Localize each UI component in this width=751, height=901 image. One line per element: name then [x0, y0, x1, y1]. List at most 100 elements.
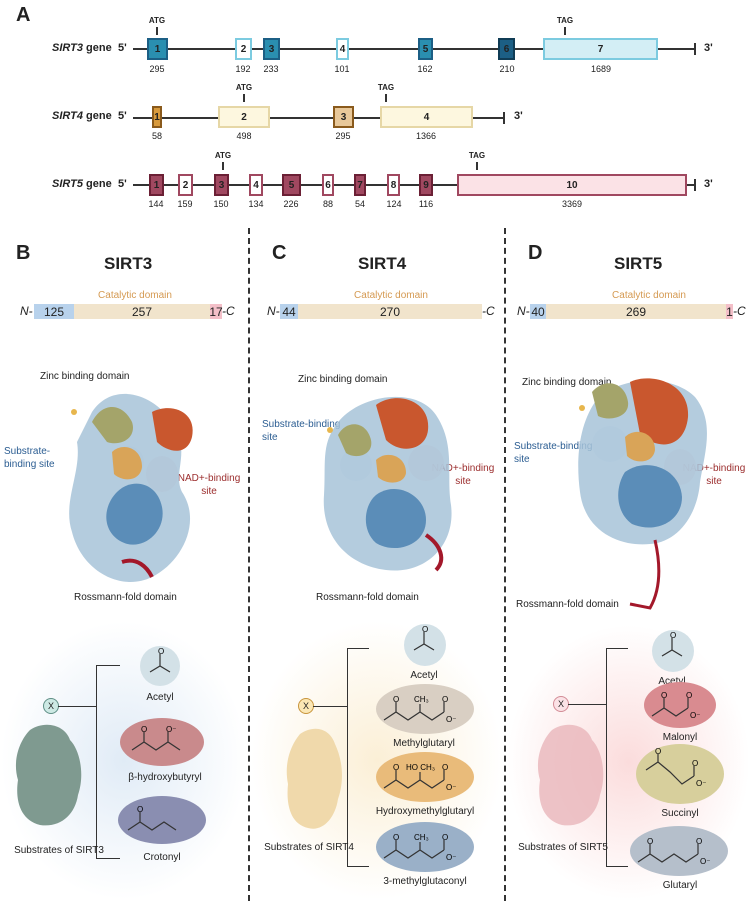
sirt3-exon-3: 3: [263, 38, 280, 60]
exon-length: 3369: [561, 199, 583, 209]
sirt4-exon-2: 2: [218, 106, 270, 128]
tag-tick: [385, 94, 387, 102]
n-term-segment: 125: [34, 304, 74, 319]
tag-tick: [564, 27, 566, 35]
hydroxymethylglutaryl-bubble: [376, 752, 474, 802]
catalytic-segment: 269: [546, 304, 726, 319]
sirt5-protein-structure: [578, 378, 707, 610]
atg-tick: [156, 27, 158, 35]
sirt5-exon-4: 4: [249, 174, 263, 196]
substrate-label: Malonyl: [662, 732, 698, 743]
svg-text:O: O: [442, 695, 448, 704]
c-terminus-label: -C: [733, 304, 746, 318]
column-divider: [504, 228, 506, 901]
three-prime-label: 3': [704, 178, 713, 190]
crotonyl-bubble: [118, 796, 206, 844]
acetyl-structure: O: [661, 631, 683, 657]
sirt4-exon-3: 3: [333, 106, 354, 128]
gene-end-tick: [694, 43, 696, 55]
bracket-tick: [96, 665, 120, 666]
sirt5-exon-6: 6: [322, 174, 334, 196]
substrate-x-node: X: [553, 696, 569, 712]
atg-tick: [243, 94, 245, 102]
svg-text:O: O: [422, 625, 428, 634]
svg-text:O: O: [137, 805, 143, 814]
exon-length: 295: [149, 64, 165, 74]
svg-text:CH₃: CH₃: [414, 833, 429, 842]
svg-text:O⁻: O⁻: [690, 711, 700, 720]
gene-line: [133, 48, 695, 50]
svg-text:O⁻: O⁻: [166, 725, 176, 734]
exon-length: 134: [248, 199, 264, 209]
sirt4-exon-4: 4: [380, 106, 473, 128]
gene-end-tick: [503, 112, 505, 124]
svg-text:CH₃: CH₃: [414, 695, 429, 704]
n-terminus-label: N-: [267, 304, 280, 318]
catalytic-domain-label: Catalytic domain: [98, 290, 172, 301]
tag-label: TAG: [468, 151, 486, 160]
protein-title: SIRT5: [614, 254, 663, 273]
tag-label: TAG: [377, 83, 395, 92]
rossmann-label: Rossmann-fold domain: [516, 599, 619, 610]
exon-length: 116: [418, 199, 434, 209]
catalytic-domain-label: Catalytic domain: [354, 290, 428, 301]
sirt4-protein-structure: [323, 396, 452, 572]
bracket-tick: [96, 858, 120, 859]
substrate-label: Succinyl: [661, 808, 699, 819]
atg-label: ATG: [235, 83, 253, 92]
succinyl-structure: OOO⁻: [645, 747, 706, 788]
sirt5-exon-2: 2: [178, 174, 193, 196]
rossmann-label: Rossmann-fold domain: [316, 592, 419, 603]
sirt5-exon-10: 10: [457, 174, 687, 196]
substrate-x-node: X: [298, 698, 314, 714]
bracket: [347, 648, 348, 866]
five-prime-label: 5': [118, 42, 127, 54]
sirt3-exon-6: 6: [498, 38, 515, 60]
three-prime-label: 3': [704, 42, 713, 54]
sirt4-gene-label: SIRT4 gene: [52, 110, 112, 122]
atg-label: ATG: [148, 16, 166, 25]
substrate-x-node: X: [43, 698, 59, 714]
svg-text:O: O: [696, 837, 702, 846]
nad-binding-label: NAD+-binding site: [431, 463, 495, 487]
substrate-label: Methylglutaryl: [393, 738, 455, 749]
atg-label: ATG: [214, 151, 232, 160]
crotonyl-structure: O: [127, 805, 177, 831]
connector: [313, 706, 347, 707]
n-terminus-label: N-: [517, 304, 530, 318]
five-prime-label: 5': [118, 178, 127, 190]
svg-text:O: O: [655, 747, 661, 756]
gene-line: [133, 184, 695, 186]
sirt5-exon-9: 9: [419, 174, 433, 196]
bracket: [96, 665, 97, 858]
c-terminus-label: -C: [222, 304, 235, 318]
sirt3-exon-2: 2: [235, 38, 252, 60]
sirt5-exon-3: 3: [214, 174, 229, 196]
domain-bar: 125 257 17: [34, 304, 228, 319]
sirt5-gene-label: SIRT5 gene: [52, 178, 112, 190]
svg-text:O: O: [661, 691, 667, 700]
exon-length: 295: [335, 131, 351, 141]
bracket: [606, 648, 607, 866]
domain-bar: 40 269 1: [530, 304, 733, 319]
tag-label: TAG: [556, 16, 574, 25]
five-prime-label: 5': [118, 110, 127, 122]
exon-length: 210: [499, 64, 515, 74]
succinyl-bubble: [636, 744, 724, 804]
svg-text:O: O: [141, 725, 147, 734]
svg-text:O⁻: O⁻: [696, 779, 706, 788]
svg-text:O⁻: O⁻: [700, 857, 710, 866]
exon-length: 88: [322, 199, 333, 209]
exon-length: 162: [417, 64, 433, 74]
sirt5-exon-7: 7: [354, 174, 366, 196]
substrate-label: Hydroxymethylglutaryl: [375, 806, 475, 817]
substrate-label: Crotonyl: [143, 852, 181, 863]
svg-text:O: O: [442, 833, 448, 842]
substrates-caption: Substrates of SIRT3: [14, 845, 104, 856]
catalytic-segment: 257: [74, 304, 210, 319]
exon-length: 192: [235, 64, 251, 74]
exon-length: 226: [283, 199, 299, 209]
